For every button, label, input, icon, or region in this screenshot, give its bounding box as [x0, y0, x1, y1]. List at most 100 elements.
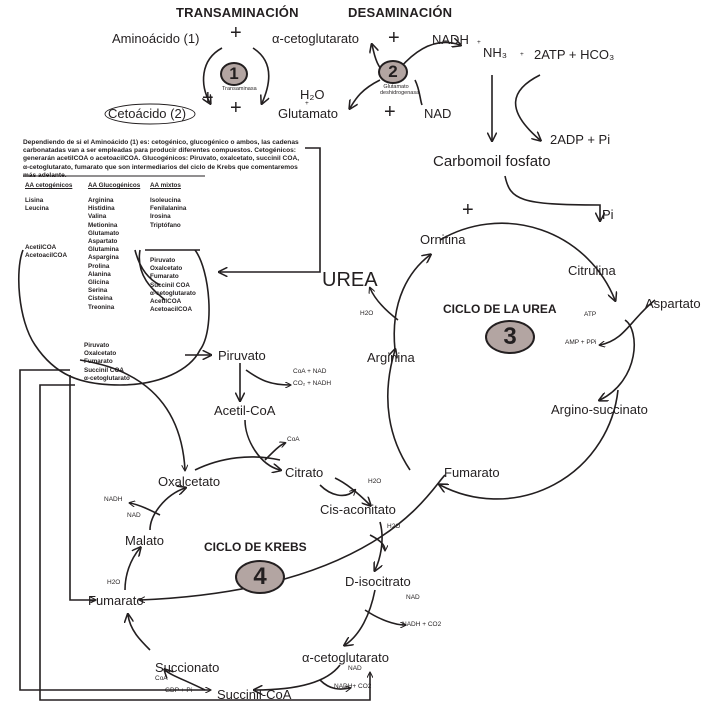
list-item: Glicina	[88, 279, 109, 287]
urea-arc-citrulina-argino	[600, 319, 636, 400]
amp-ppi-label: AMP + PPi	[565, 339, 597, 346]
list-item: Aspartato	[88, 238, 118, 246]
arginina-label: Arginina	[367, 350, 415, 365]
keto-products: AcetilCOA AcetoacilCOA	[25, 244, 67, 260]
h2o-urea-label: H2O	[360, 310, 374, 317]
list-item: Piruvato	[84, 342, 110, 349]
transaminasa-label: Transaminasa	[222, 86, 257, 92]
list-item: Treonina	[88, 303, 115, 311]
column-header-cetogenicos: AA cetogénicos	[25, 182, 73, 189]
outline-mixed-left	[138, 249, 166, 301]
h2o-label: H₂O	[300, 87, 325, 102]
nad-krebs-2: NAD	[348, 665, 362, 672]
list-item: Aspargina	[88, 254, 119, 262]
nad-label: NAD	[424, 106, 452, 121]
glutamato-deshidrogenasa-label: Glutamato deshidrogenasa	[380, 84, 420, 96]
argino-succinato-label: Argino-succinato	[551, 402, 648, 417]
badge-1: 1	[220, 62, 248, 86]
cetoacido-label: Cetoácido (2)	[108, 106, 187, 121]
arrow-cetoacido-to-box	[220, 147, 321, 272]
list-item: Glutamina	[88, 246, 119, 254]
arrow-nadh-co2-out-2	[319, 679, 350, 689]
list-item: Valina	[88, 213, 107, 221]
malato-label: Malato	[125, 533, 165, 548]
column-header-mixtos: AA mixtos	[150, 182, 181, 189]
plus-sign: +	[388, 27, 400, 49]
oxalcetato-label: Oxalcetato	[158, 474, 221, 489]
krebs-arc-succinil-succionato	[165, 670, 206, 691]
succionato-label: Succionato	[155, 660, 220, 675]
list-item: Succinil COA	[150, 281, 190, 289]
nadh-co2-krebs-1: NADH + CO2	[402, 621, 442, 628]
line-cetoglutarato-feed	[39, 384, 370, 701]
arrow-h2o-in-2	[369, 534, 385, 550]
krebs-title: CICLO DE KREBS	[204, 540, 307, 554]
list-item: AcetoacilCOA	[150, 306, 192, 314]
list-item: Leucina	[25, 205, 49, 213]
arrow-nad-in	[414, 79, 423, 106]
list-item: Piruvato	[150, 257, 176, 264]
mixed-products: Piruvato Oxalcetato Fumarato Succinil CO…	[150, 257, 196, 314]
list-cetogenicos: Lisina Leucina	[25, 197, 49, 213]
pi-label: Pi	[602, 207, 614, 222]
list-item: AcetilCOA	[25, 244, 57, 251]
line-succinilcoa-feed	[19, 369, 210, 690]
cis-aconitato-label: Cis-aconitato	[320, 502, 396, 517]
h2o-krebs-1: H2O	[368, 478, 382, 485]
arrow-h2o-in	[350, 79, 381, 108]
nh3-label: NH₃	[483, 45, 508, 60]
list-item: Succinil COA	[84, 366, 124, 374]
list-item: Glutamato	[88, 229, 120, 237]
krebs-arc-cisacon-disocitrato	[375, 521, 383, 570]
h2o-krebs-2: H2O	[387, 523, 401, 530]
krebs-arc-citrato-cisacon	[334, 477, 370, 505]
outline-gluco-blob	[17, 249, 210, 386]
nadh-krebs-label: NADH	[104, 496, 123, 503]
badge-4: 4	[235, 560, 285, 594]
arrow-transamination-left	[204, 47, 223, 103]
urea-arc-argino-fumarato	[440, 389, 619, 500]
krebs-arc-oxal-citrato	[194, 456, 281, 471]
nadh-co2-krebs-2: NADH+ CO2	[334, 683, 372, 690]
arrow-nadh-out	[130, 503, 161, 516]
arrow-to-nh3	[399, 42, 460, 69]
arrow-co2-nadh-out	[245, 369, 290, 385]
krebs-arc-fumarato-malato	[124, 548, 140, 591]
plus-small: +	[305, 100, 309, 107]
badge-3: 3	[485, 320, 535, 354]
urea-arc-ornitina-citrulina	[439, 222, 615, 300]
coa-krebs-label: CoA	[155, 675, 168, 682]
list-item: Alanina	[88, 270, 111, 278]
arrow-aspartato-in	[600, 299, 656, 345]
cetoglutarato-label: α-cetoglutarato	[272, 31, 360, 46]
arrow-nadh-co2-out-1	[364, 609, 405, 625]
h2o-krebs-3: H2O	[107, 579, 121, 586]
list-item: Fenilalanina	[150, 205, 187, 213]
badge-2: 2	[378, 60, 408, 84]
list-item: Fumarato	[84, 358, 113, 366]
desaminacion-title: DESAMINACIÓN	[348, 5, 453, 20]
urea-label: UREA	[322, 269, 378, 291]
list-item: Triptófano	[150, 221, 181, 229]
krebs-arc-ceto-succinil	[255, 664, 341, 690]
list-item: Metionina	[88, 221, 118, 229]
nad-krebs-3: NAD	[127, 512, 141, 519]
co2-nadh-label: CO₂ + NADH	[293, 380, 332, 387]
arrow-transamination-right	[252, 47, 270, 103]
list-item: Arginina	[88, 197, 114, 204]
krebs-arc-malato-oxal	[149, 488, 185, 531]
plus-sign: +	[462, 199, 474, 221]
plus-sign: +	[230, 22, 242, 44]
glutamato-label: Glutamato	[278, 106, 338, 121]
fumarato-krebs-label: Fumarato	[88, 593, 144, 608]
nad-krebs-1: NAD	[406, 594, 420, 601]
list-item: α-cetoglutarato	[84, 374, 130, 382]
krebs-arc-succionato-fumarato	[128, 615, 151, 651]
plus-sign: +	[230, 97, 242, 119]
cetoglutarato-krebs-label: α-cetoglutarato	[302, 650, 390, 665]
list-item: Isoleucina	[150, 197, 181, 204]
urea-arc-arginina	[386, 350, 411, 471]
plus-between: +	[520, 51, 524, 58]
fumarato-urea-label: Fumarato	[444, 465, 500, 480]
